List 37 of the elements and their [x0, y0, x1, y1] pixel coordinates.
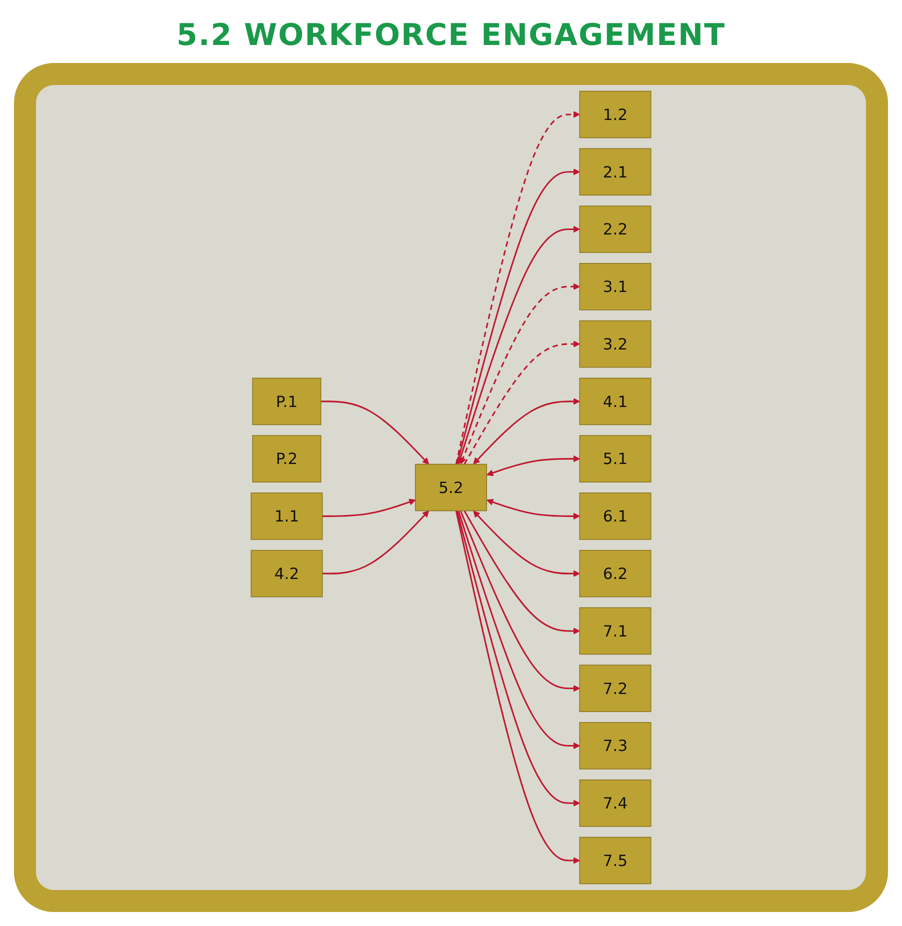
diagram-title: 5.2 WORKFORCE ENGAGEMENT	[176, 18, 726, 53]
node-box: 7.5	[579, 836, 652, 884]
node-box: 7.4	[579, 779, 652, 827]
arrow	[322, 510, 430, 574]
arrow	[455, 510, 580, 864]
arrow	[320, 400, 430, 465]
node-box: 7.1	[579, 607, 652, 655]
arrow	[464, 340, 580, 465]
arrow	[458, 510, 580, 750]
arrow	[473, 398, 580, 464]
node-box: 5.1	[579, 435, 652, 482]
node-box: 2.2	[579, 206, 652, 253]
arrow	[486, 498, 580, 520]
node-box: 3.1	[579, 262, 652, 310]
arrow	[460, 510, 580, 692]
arrow	[486, 455, 580, 476]
node-box: 1.2	[579, 90, 652, 138]
node-box: 6.2	[579, 550, 652, 598]
node-box: 4.2	[250, 550, 323, 598]
arrow	[460, 283, 580, 464]
node-box: P.1	[252, 378, 322, 426]
node-box: 1.1	[250, 492, 323, 540]
arrow	[456, 168, 580, 464]
arrow	[456, 510, 580, 807]
arrow	[322, 498, 416, 517]
arrow	[473, 510, 580, 577]
node-box: P.2	[252, 435, 322, 482]
node-box: 5.2	[415, 464, 487, 512]
node-box: 2.1	[579, 148, 652, 196]
node-box: 7.2	[579, 664, 652, 712]
node-box: 6.1	[579, 492, 652, 540]
node-box: 3.2	[579, 320, 652, 368]
arrow	[457, 226, 580, 464]
arrow	[464, 510, 580, 634]
node-box: 4.1	[579, 378, 652, 426]
node-box: 7.3	[579, 722, 652, 770]
arrow	[455, 111, 580, 464]
